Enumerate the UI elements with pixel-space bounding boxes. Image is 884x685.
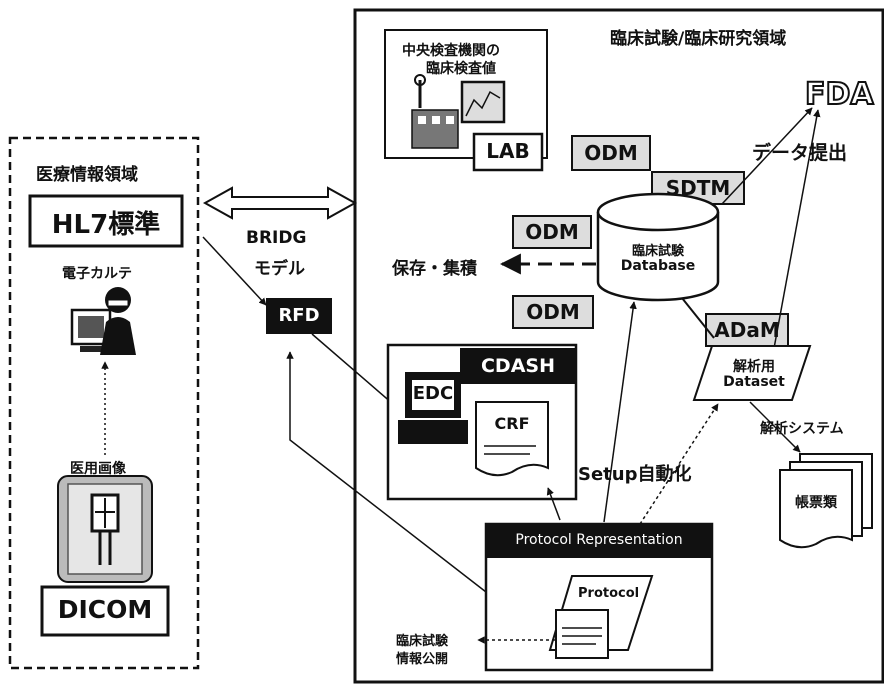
sdtm-label: SDTM: [665, 176, 731, 200]
xray-icon: [57, 475, 153, 583]
dicom-box: [40, 585, 170, 637]
model-label: モデル: [254, 259, 305, 279]
medical-region-box: [8, 136, 200, 670]
odm-box-left: [512, 215, 592, 249]
db-to-fda-arrow: [721, 107, 813, 205]
setup-label: Setup自動化: [578, 464, 692, 485]
dataset-to-fda-arrow: [769, 109, 821, 371]
imaging-label: 医用画像: [70, 461, 126, 477]
data-submit-label: データ提出: [752, 142, 848, 164]
edc-label: EDC: [412, 383, 454, 404]
dataset-to-reports-arrow: [749, 401, 801, 453]
lab-label-box: [472, 132, 544, 172]
reports-icon: [779, 453, 873, 549]
odm-label-edc: ODM: [526, 300, 580, 324]
clinical-region-title: 臨床試験/臨床研究領域: [610, 29, 787, 49]
double-arrow: [202, 186, 358, 220]
storage-label: 保存・集積: [392, 259, 477, 279]
adam-box: [705, 313, 789, 347]
odm-label-lab: ODM: [584, 141, 638, 165]
fda-logo: FDA: [804, 76, 875, 113]
edc-computer-icon: [398, 372, 468, 444]
reports-label: 帳票類: [795, 495, 837, 511]
rfd-label: RFD: [278, 305, 320, 326]
clinical-region-box: [353, 8, 884, 684]
hl7-box: [28, 194, 184, 248]
hl7-label: HL7標準: [51, 210, 161, 240]
bridg-label: BRIDG: [246, 228, 307, 248]
adam-label: ADaM: [714, 318, 780, 342]
protocol-label: Protocol: [578, 586, 640, 601]
ehr-label: 電子カルテ: [62, 266, 132, 282]
protocol-rep-label: Protocol Representation: [515, 532, 683, 548]
dataset-label-line1: 解析用: [733, 359, 775, 375]
db-label-line2: Database: [620, 258, 696, 274]
doctor-computer-icon: [70, 287, 136, 355]
protocol-to-rfd-arrow: [286, 351, 487, 593]
svg-text:FDA: FDA: [805, 77, 874, 112]
dataset-label-line2: Dataset: [723, 374, 785, 390]
dataset-shape: [692, 345, 812, 401]
protocol-to-db-arrow: [603, 301, 637, 523]
protocol-sheet-icon: [555, 609, 609, 659]
disclosure-line2: 情報公開: [396, 652, 449, 667]
odm-box-lab: [571, 135, 651, 171]
lab-monitor-icon: [411, 74, 506, 149]
lab-label: LAB: [486, 139, 530, 163]
rfd-box: [266, 298, 332, 334]
db-label-line1: 臨床試験: [631, 244, 684, 259]
medical-region-title: 医療情報領域: [36, 165, 138, 185]
hl7-to-rfd-arrow: [202, 236, 267, 306]
protocol-rep-header: [486, 524, 712, 558]
crf-document-icon: [475, 401, 549, 477]
disclosure-line1: 臨床試験: [396, 634, 449, 649]
lab-title-line1: 中央検査機関の: [402, 43, 500, 59]
odm-box-edc: [512, 295, 594, 329]
dicom-label: DICOM: [57, 595, 153, 624]
analysis-system-label: 解析システム: [760, 421, 844, 437]
cdash-header: [460, 348, 576, 384]
db-to-dataset-line: [681, 297, 715, 339]
protocol-to-crf-arrow: [546, 487, 561, 521]
crf-label: CRF: [494, 414, 530, 433]
cdash-label: CDASH: [480, 355, 555, 377]
odm-label-left: ODM: [525, 220, 579, 244]
lab-title-line2: 臨床検査値: [426, 61, 496, 77]
database-cylinder: [596, 192, 720, 302]
